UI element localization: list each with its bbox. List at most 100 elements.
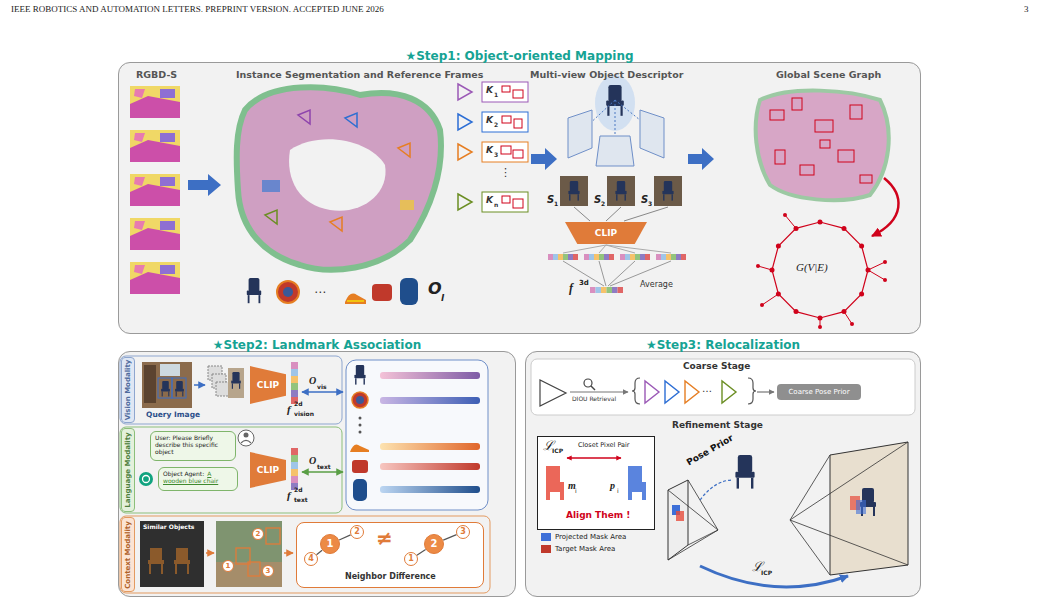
art-rect — [150, 548, 162, 562]
art-path — [700, 566, 848, 587]
art-rect — [291, 462, 298, 469]
art-use — [584, 254, 614, 260]
modality-tab: Context Modality — [121, 517, 135, 592]
graph-edge — [443, 535, 456, 541]
art-line — [668, 490, 718, 530]
step-panel: ★Step3: RelocalizationCoarse Pose Priorℒ… — [525, 351, 921, 597]
art-circle — [760, 303, 764, 307]
art-polygon — [398, 143, 410, 157]
art-use — [247, 278, 261, 303]
graph-node: 1 — [404, 552, 418, 566]
art-circle — [359, 417, 362, 420]
label-text: … — [702, 384, 712, 394]
art-rect — [148, 560, 164, 564]
art-rect — [372, 284, 392, 301]
label-text: O — [309, 376, 316, 386]
art-circle — [238, 430, 254, 446]
node-text: Object Agent: — [163, 470, 204, 477]
art-g — [790, 442, 908, 575]
speech-bubble: User: Please Briefly describe this speci… — [150, 431, 236, 461]
art-polygon — [298, 110, 310, 124]
art-use — [656, 254, 686, 260]
art-rect — [513, 90, 523, 98]
art-path — [289, 139, 385, 210]
label-text: 1 — [494, 92, 498, 98]
node-text: i — [617, 488, 619, 494]
art-rect — [815, 120, 833, 132]
art-path — [628, 466, 646, 500]
art-rect — [607, 176, 635, 206]
art-rect — [120, 516, 490, 593]
graph-node: 2 — [424, 534, 444, 554]
art-rect — [161, 564, 163, 574]
art-line — [624, 207, 668, 221]
label-text: Global Scene Graph — [776, 70, 881, 80]
art-rect — [770, 110, 784, 120]
art-polygon — [345, 113, 357, 127]
art-line — [790, 520, 908, 565]
graph-edge — [316, 550, 322, 554]
art-path — [345, 294, 366, 304]
art-circle — [866, 268, 871, 273]
art-circle — [143, 476, 150, 483]
art-path — [632, 378, 640, 404]
art-line — [591, 386, 595, 390]
legend-row: Projected Mask Area — [541, 533, 626, 541]
art-rect — [800, 165, 814, 175]
node-text: User: Please Briefly describe this speci… — [155, 434, 218, 455]
art-path — [748, 378, 756, 404]
art-circle — [794, 309, 799, 314]
art-rect — [856, 500, 866, 514]
clip-encoder: CLIP — [250, 452, 286, 488]
art-path — [531, 148, 557, 170]
art-rect — [142, 362, 192, 408]
art-rect — [380, 443, 480, 450]
label-text: 2 — [494, 122, 498, 128]
art-line — [868, 262, 885, 270]
node-text: ★Step2: Landmark Association — [119, 339, 515, 351]
art-rect — [291, 448, 298, 455]
art-line — [599, 261, 606, 286]
label-text: 3 — [1024, 5, 1029, 14]
art-rect — [291, 469, 298, 476]
art-rect — [501, 146, 511, 154]
art-rect — [380, 397, 480, 404]
art-rect — [380, 463, 480, 470]
label-text: Multi-view Object Descriptor — [530, 70, 683, 80]
art-g — [770, 98, 872, 183]
label-text: O — [428, 281, 442, 297]
label-text: vision — [294, 411, 314, 417]
art-use — [735, 455, 754, 489]
art-circle — [818, 220, 823, 225]
art-g — [758, 215, 885, 327]
art-circle — [883, 260, 887, 264]
art-use — [590, 287, 623, 293]
graph-node: 1 — [320, 534, 340, 554]
clip-encoder: CLIP — [565, 222, 647, 244]
art-circle — [883, 278, 887, 282]
art-circle — [283, 287, 293, 297]
art-polygon — [568, 110, 592, 158]
label-text: 3 — [494, 152, 498, 158]
art-circle — [850, 322, 854, 326]
art-polygon — [830, 442, 908, 575]
node-text: p — [610, 481, 615, 491]
art-line — [608, 261, 635, 286]
trapezoid — [250, 366, 286, 404]
art-rect — [216, 562, 282, 587]
label-text: l — [441, 294, 444, 303]
art-path — [872, 178, 899, 236]
art-rect — [140, 521, 204, 587]
art-path — [700, 480, 733, 500]
graph-node: 2 — [350, 525, 364, 539]
node-text: 1 — [408, 555, 414, 563]
label-text: 3d — [579, 280, 589, 287]
art-rect — [347, 300, 364, 302]
node-text: 3 — [266, 568, 271, 575]
node-text: ★Step3: Relocalization — [526, 339, 920, 351]
art-line — [785, 215, 796, 228]
art-polygon — [265, 210, 277, 224]
art-polygon — [458, 144, 472, 160]
art-path — [188, 174, 221, 196]
node-text: CLIP — [595, 228, 617, 238]
